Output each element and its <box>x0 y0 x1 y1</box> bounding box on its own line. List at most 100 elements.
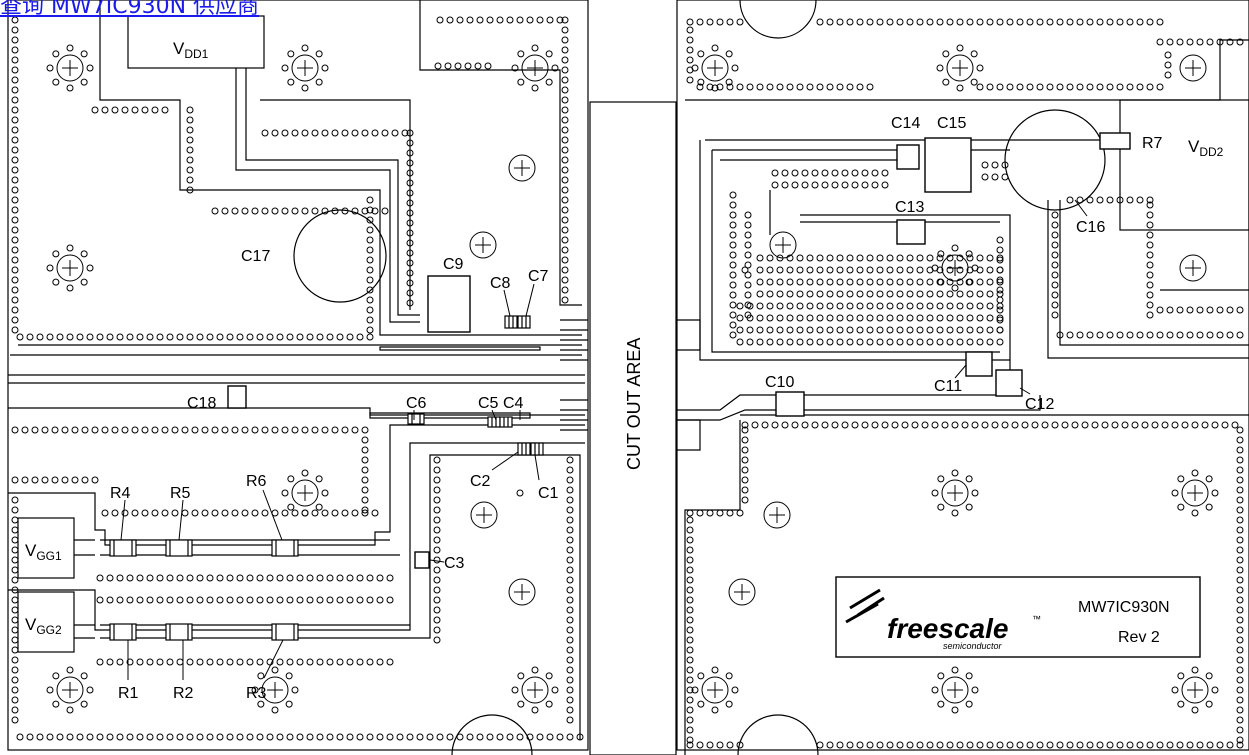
via-hole <box>1096 196 1104 204</box>
via-hole <box>561 166 569 174</box>
via-hole <box>80 250 88 258</box>
via-hole <box>946 741 954 749</box>
via-hole <box>971 489 979 497</box>
via-hole <box>11 646 19 654</box>
via-hole <box>1146 281 1154 289</box>
via-hole <box>942 78 950 86</box>
via-hole <box>1031 421 1039 429</box>
label-c12: C12 <box>1025 396 1054 413</box>
via-hole <box>697 672 705 680</box>
mounting-hole-icon <box>1179 54 1207 82</box>
via-hole <box>21 476 29 484</box>
via-hole <box>561 266 569 274</box>
via-hole <box>561 126 569 134</box>
via-hole <box>136 574 144 582</box>
via-hole <box>716 509 724 517</box>
via-hole <box>886 338 894 346</box>
via-hole <box>851 181 859 189</box>
via-hole <box>86 733 94 741</box>
via-hole <box>306 333 314 341</box>
via-hole <box>986 326 994 334</box>
via-hole <box>966 302 974 310</box>
via-hole <box>11 16 19 24</box>
via-hole <box>686 526 694 534</box>
via-hole <box>11 86 19 94</box>
via-hole <box>761 421 769 429</box>
via-hole <box>231 426 239 434</box>
via-hole <box>131 509 139 517</box>
via-hole <box>276 596 284 604</box>
via-hole <box>206 574 214 582</box>
via-hole <box>686 586 694 594</box>
via-hole <box>566 456 574 464</box>
via-hole <box>286 658 294 666</box>
via-hole <box>545 78 553 86</box>
c8-component-pads <box>508 316 514 328</box>
via-hole <box>1205 672 1213 680</box>
via-hole <box>261 509 269 517</box>
via-hole <box>146 733 154 741</box>
via-hole <box>1136 196 1144 204</box>
via-hole <box>856 290 864 298</box>
via-hole <box>1146 331 1154 339</box>
via-hole <box>121 426 129 434</box>
via-hole <box>416 733 424 741</box>
via-hole <box>131 426 139 434</box>
via-hole <box>796 266 804 274</box>
via-hole <box>366 276 374 284</box>
via-hole <box>66 706 74 714</box>
via-hole <box>186 176 194 184</box>
via-hole <box>1186 38 1194 46</box>
vgg2-pad <box>17 591 75 653</box>
via-hole <box>531 666 539 674</box>
via-hole <box>96 658 104 666</box>
mounting-hole-icon <box>941 254 969 282</box>
via-hole <box>986 741 994 749</box>
via-hole <box>301 207 309 215</box>
vdd1-pad <box>127 15 265 69</box>
via-hole <box>946 18 954 26</box>
via-hole <box>1071 421 1079 429</box>
via-hole <box>11 696 19 704</box>
via-hole <box>731 686 739 694</box>
via-hole <box>776 290 784 298</box>
via-hole <box>1216 306 1224 314</box>
via-hole <box>66 333 74 341</box>
via-hole <box>1026 18 1034 26</box>
via-hole <box>566 676 574 684</box>
via-hole <box>96 596 104 604</box>
via-hole <box>80 672 88 680</box>
via-hole <box>696 83 704 91</box>
via-hole <box>566 476 574 484</box>
via-hole <box>1046 741 1054 749</box>
via-hole <box>956 84 964 92</box>
via-hole <box>66 44 74 52</box>
label-r3: R3 <box>246 685 267 702</box>
via-hole <box>474 62 482 70</box>
via-hole <box>836 18 844 26</box>
via-hole <box>141 106 149 114</box>
via-hole <box>966 338 974 346</box>
via-hole <box>766 83 774 91</box>
logo-block <box>835 576 1201 658</box>
via-hole <box>221 426 229 434</box>
via-hole <box>406 139 414 147</box>
mounting-hole-cross <box>475 237 491 253</box>
via-hole <box>566 733 574 741</box>
supplier-query-link[interactable]: 查询 MW7IC930N 供应商 <box>0 0 260 19</box>
via-hole <box>156 333 164 341</box>
via-hole <box>11 266 19 274</box>
via-hole <box>287 503 295 511</box>
via-hole <box>746 83 754 91</box>
via-hole <box>736 509 744 517</box>
label-c1: C1 <box>538 485 559 502</box>
via-hole <box>1136 331 1144 339</box>
via-hole <box>433 606 441 614</box>
via-hole <box>271 666 279 674</box>
via-hole <box>956 18 964 26</box>
via-hole <box>1236 716 1244 724</box>
via-hole <box>301 129 309 137</box>
mounting-hole-cross <box>527 682 543 698</box>
via-hole <box>1196 331 1204 339</box>
mounting-hole-icon <box>521 676 549 704</box>
